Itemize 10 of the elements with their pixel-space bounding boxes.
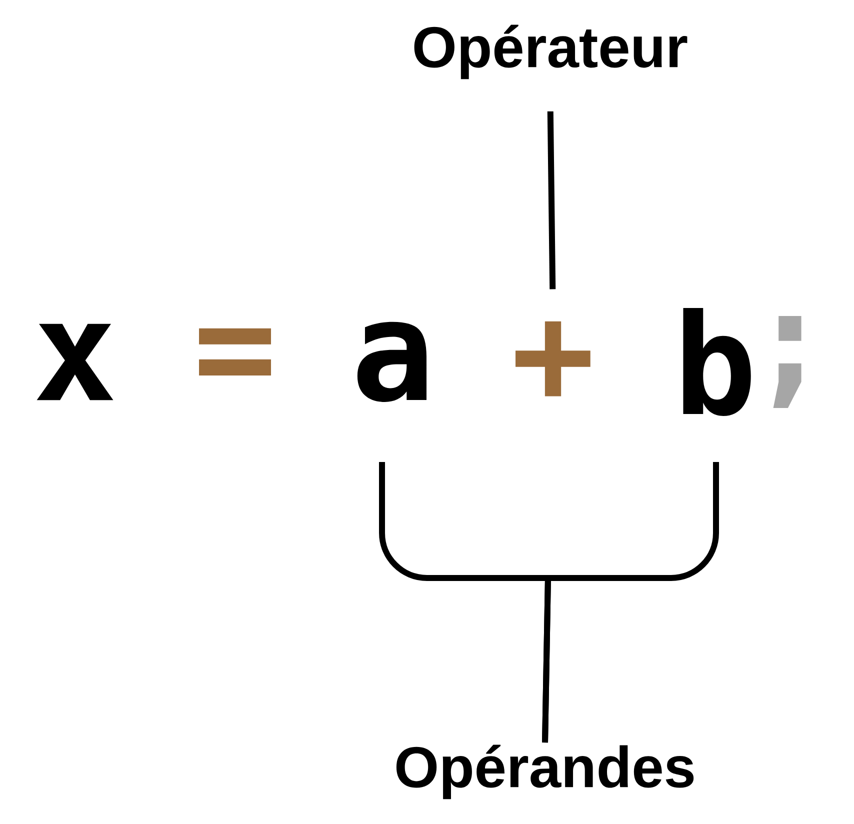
operator-symbol: + [516,321,590,396]
code-letter: a [357,322,426,402]
leader-line [547,111,556,290]
annotation-label: Opérateur [414,24,688,80]
bracket [542,462,719,743]
code-letter: x [36,324,114,400]
semicolon: ; [773,316,802,408]
code-letter: b [683,308,751,416]
annotation-label: Opérandes [396,744,694,800]
operator-symbol: = [199,328,271,376]
